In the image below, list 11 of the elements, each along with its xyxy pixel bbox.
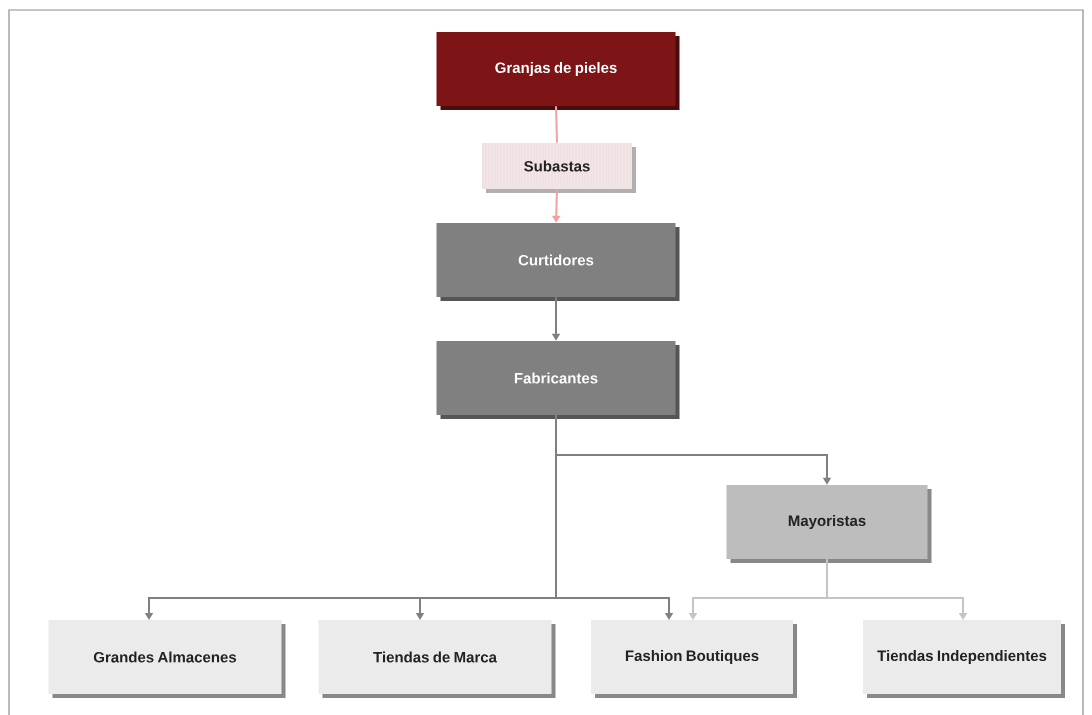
process-box: Subastas: [482, 142, 636, 193]
process-box: Mayoristas: [726, 485, 932, 563]
arrow: [555, 414, 674, 620]
arrow: [826, 558, 968, 620]
outlet-box: Tiendas Independientes: [863, 620, 1065, 698]
process-box: Curtidores: [436, 223, 680, 301]
outlet-box: Grandes Almacenes: [48, 620, 286, 698]
outlet-box: Fashion Boutiques: [591, 620, 797, 698]
source-box: Granjas de pieles: [436, 32, 680, 110]
process-box: Fabricantes: [436, 341, 680, 419]
outlet-box: Tiendas de Marca: [318, 620, 556, 698]
